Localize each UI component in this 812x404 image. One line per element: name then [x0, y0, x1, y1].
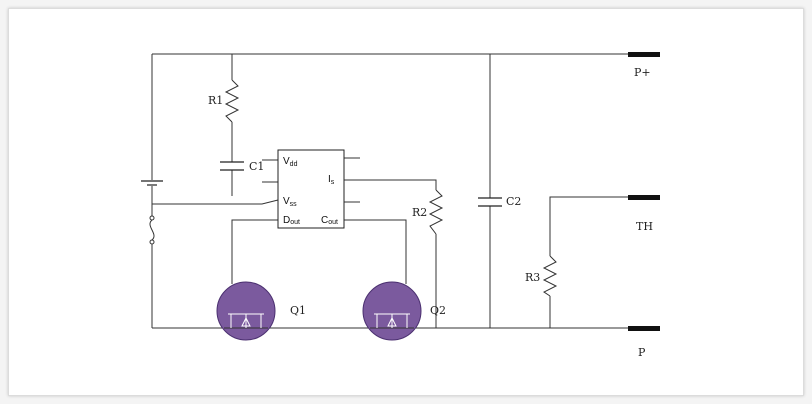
protection-ic: Vdd Vss Dout Is Cout: [277, 149, 345, 229]
r2-label: R2: [412, 206, 427, 219]
dout-to-q1-wire: [231, 219, 278, 284]
q2-label: Q2: [430, 304, 446, 317]
ic-pin-cout: Cout: [321, 215, 338, 226]
resistor-r1: [224, 79, 240, 123]
q1-label: Q1: [290, 304, 306, 317]
c1-label: C1: [249, 160, 264, 173]
mosfet-q2: [362, 281, 422, 341]
terminal-p-plus: [628, 52, 660, 57]
fuse-symbol: [149, 215, 155, 245]
capacitor-c2: [478, 197, 502, 207]
mosfet-q1: [216, 281, 276, 341]
ic-body: [277, 149, 345, 229]
ic-pin-vss: Vss: [283, 196, 297, 208]
q1-body: [216, 281, 276, 341]
terminal-p-plus-label: P+: [634, 66, 651, 79]
ic-pin-vdd: Vdd: [283, 156, 298, 168]
terminal-th-label: TH: [636, 220, 653, 233]
ic-pin-dout: Dout: [283, 215, 300, 226]
ic-pin-is: Is: [328, 174, 335, 186]
is-to-r2-wire: [344, 179, 437, 190]
cout-to-q2-wire: [344, 219, 407, 284]
c2-label: C2: [506, 195, 521, 208]
resistor-r3: [542, 255, 558, 297]
r1-label: R1: [208, 94, 223, 107]
vss-wire: [152, 199, 279, 205]
q2-body: [362, 281, 422, 341]
terminal-p-minus-label: P: [638, 346, 646, 359]
battery-cell: [141, 180, 163, 186]
resistor-r2: [428, 189, 444, 235]
r3-label: R3: [525, 271, 540, 284]
th-to-r3-wire: [549, 196, 628, 256]
terminal-th: [628, 195, 660, 200]
terminal-p-minus: [628, 326, 660, 331]
capacitor-c1: [220, 161, 244, 171]
